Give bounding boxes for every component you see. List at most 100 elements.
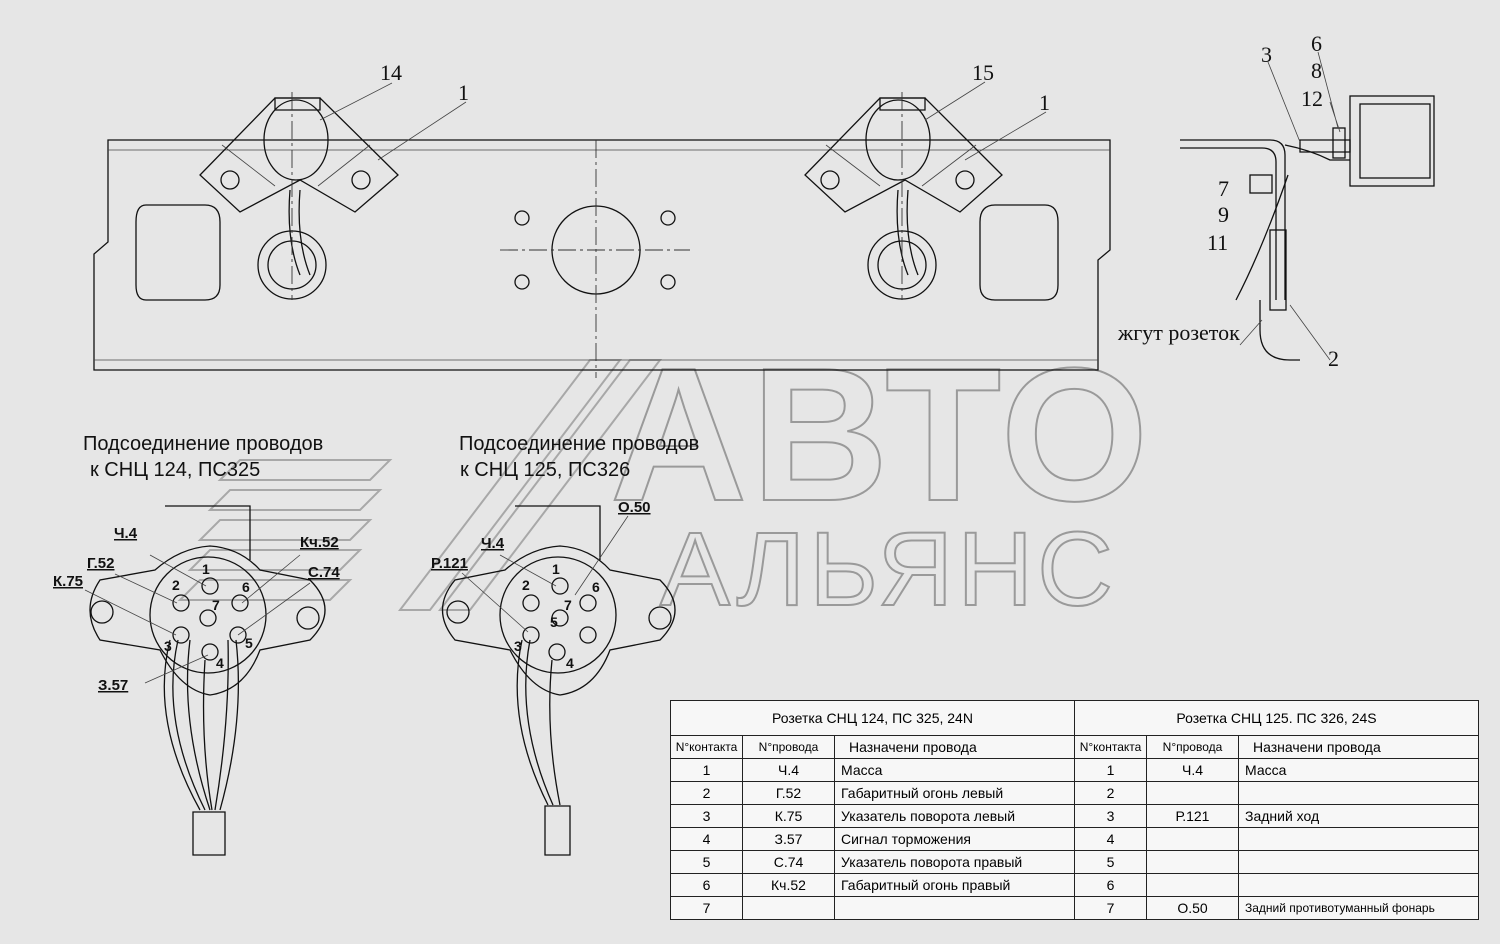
conn2-title-line1: Подсоединение проводов — [459, 433, 699, 455]
socket-right — [804, 92, 1003, 300]
cell-wire-left: З.57 — [742, 827, 835, 851]
cell-contact-right: 1 — [1074, 758, 1147, 782]
cell-purpose-right — [1237, 781, 1480, 805]
cell-purpose-left — [834, 896, 1075, 920]
conn2-title-line2: к СНЦ 125, ПС326 — [460, 459, 630, 481]
cell-purpose-left: Габаритный огонь правый — [834, 873, 1075, 897]
cell-contact-right: 5 — [1074, 850, 1147, 874]
col-wire-left: N°провода — [742, 735, 835, 759]
cell-wire-left: Г.52 — [742, 781, 835, 805]
conn1-pin-1: 1 — [202, 561, 210, 577]
conn2-wire-r121: Р.121 — [431, 555, 468, 572]
conn1-title-line2: к СНЦ 124, ПС325 — [90, 459, 260, 481]
col-wire-right: N°провода — [1146, 735, 1239, 759]
conn2-pin-6: 6 — [592, 579, 600, 595]
cell-contact-left: 6 — [670, 873, 743, 897]
cell-contact-right: 7 — [1074, 896, 1147, 920]
crossbeam-front-view — [93, 81, 1111, 378]
wiring-table: Розетка СНЦ 124, ПС 325, 24N Розетка СНЦ… — [670, 700, 1480, 920]
socket-left — [199, 92, 399, 300]
callout-8: 8 — [1311, 58, 1322, 83]
table-left-title: Розетка СНЦ 124, ПС 325, 24N — [670, 700, 1075, 736]
conn1-wire-s74: С.74 — [308, 564, 340, 581]
conn1-wire-k75: К.75 — [53, 573, 83, 590]
cell-wire-left — [742, 896, 835, 920]
conn2-pin-4: 4 — [566, 655, 574, 671]
cell-wire-right: Р.121 — [1146, 804, 1239, 828]
col-purpose-right: Назначени провода — [1237, 735, 1480, 759]
bolt-holes — [514, 210, 676, 290]
cell-wire-right — [1146, 873, 1239, 897]
cell-purpose-left: Указатель поворота левый — [834, 804, 1075, 828]
connection-diagram-1: Подсоединение проводов к СНЦ 124, ПС325 … — [53, 433, 340, 856]
conn1-wire-z57: З.57 — [98, 677, 128, 694]
col-contact-right: N°контакта — [1074, 735, 1147, 759]
conn2-pin-7: 7 — [564, 597, 572, 613]
callout-14: 14 — [380, 60, 402, 85]
callout-1-left: 1 — [458, 80, 469, 105]
cell-contact-left: 2 — [670, 781, 743, 805]
cell-contact-left: 4 — [670, 827, 743, 851]
cell-wire-left: К.75 — [742, 804, 835, 828]
callout-12: 12 — [1301, 86, 1323, 111]
cell-purpose-left: Указатель поворота правый — [834, 850, 1075, 874]
cell-contact-left: 1 — [670, 758, 743, 782]
cell-wire-right: О.50 — [1146, 896, 1239, 920]
cell-purpose-left: Сигнал торможения — [834, 827, 1075, 851]
conn2-contacts — [522, 577, 597, 661]
cell-contact-right: 4 — [1074, 827, 1147, 851]
conn1-title-line1: Подсоединение проводов — [83, 433, 323, 455]
callout-6: 6 — [1311, 31, 1322, 56]
conn2-pin-3: 3 — [514, 638, 522, 654]
cell-purpose-right — [1237, 850, 1480, 874]
cell-wire-right — [1146, 850, 1239, 874]
callout-11: 11 — [1207, 230, 1228, 255]
cell-contact-right: 2 — [1074, 781, 1147, 805]
cell-contact-left: 5 — [670, 850, 743, 874]
cell-purpose-right — [1237, 827, 1480, 851]
conn1-wire-kch52: Кч.52 — [300, 534, 339, 551]
conn1-pin-6: 6 — [242, 579, 250, 595]
watermark-stripes — [177, 359, 663, 611]
watermark: АВТО АЛЬЯНС — [177, 328, 1152, 629]
connection-diagram-2: Подсоединение проводов к СНЦ 125, ПС326 … — [431, 433, 699, 856]
col-purpose-left: Назначени провода — [834, 735, 1075, 759]
table-right-title: Розетка СНЦ 125. ПС 326, 24S — [1073, 700, 1480, 736]
conn2-pin-1: 1 — [552, 561, 560, 577]
callout-15: 15 — [972, 60, 994, 85]
cell-purpose-right — [1237, 873, 1480, 897]
conn1-pin-7: 7 — [212, 597, 220, 613]
cell-wire-right: Ч.4 — [1146, 758, 1239, 782]
callout-2: 2 — [1328, 346, 1339, 371]
cell-purpose-right: Задний противотуманный фонарь — [1237, 896, 1480, 920]
conn1-pin-3: 3 — [164, 638, 172, 654]
conn1-pin-5: 5 — [245, 635, 253, 651]
cell-contact-left: 7 — [670, 896, 743, 920]
cell-purpose-right: Масса — [1237, 758, 1480, 782]
cell-purpose-right: Задний ход — [1237, 804, 1480, 828]
cell-wire-left: Ч.4 — [742, 758, 835, 782]
cell-contact-left: 3 — [670, 804, 743, 828]
conn2-wire-o50: О.50 — [618, 499, 651, 516]
cell-contact-right: 6 — [1074, 873, 1147, 897]
conn2-pin-2: 2 — [522, 577, 530, 593]
callout-1-right: 1 — [1039, 90, 1050, 115]
callout-7: 7 — [1218, 176, 1229, 201]
watermark-line2: АЛЬЯНС — [660, 511, 1117, 628]
watermark-line1: АВТО — [610, 329, 1152, 541]
conn1-pin-2: 2 — [172, 577, 180, 593]
col-contact-left: N°контакта — [670, 735, 743, 759]
conn1-wire-ch4: Ч.4 — [114, 525, 138, 542]
cell-contact-right: 3 — [1074, 804, 1147, 828]
conn2-wire-ch4: Ч.4 — [481, 535, 505, 552]
callout-9: 9 — [1218, 202, 1229, 227]
cell-purpose-left: Масса — [834, 758, 1075, 782]
